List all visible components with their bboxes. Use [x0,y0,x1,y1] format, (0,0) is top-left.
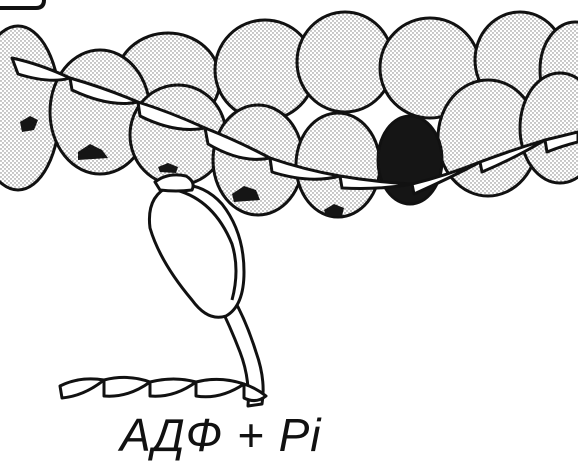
actin-bead [297,12,393,112]
reaction-products-label: АДФ + Pi [120,412,321,458]
dark-actin-bead [378,116,442,204]
thick-filament [60,377,266,400]
rope-segment [196,379,244,396]
myosin-head-attachment [155,175,193,191]
actin-bead [296,113,380,217]
rope-segment [104,377,150,396]
rope-segment [60,379,104,398]
panel-frame-corner [0,0,44,8]
rope-segment [150,379,196,396]
